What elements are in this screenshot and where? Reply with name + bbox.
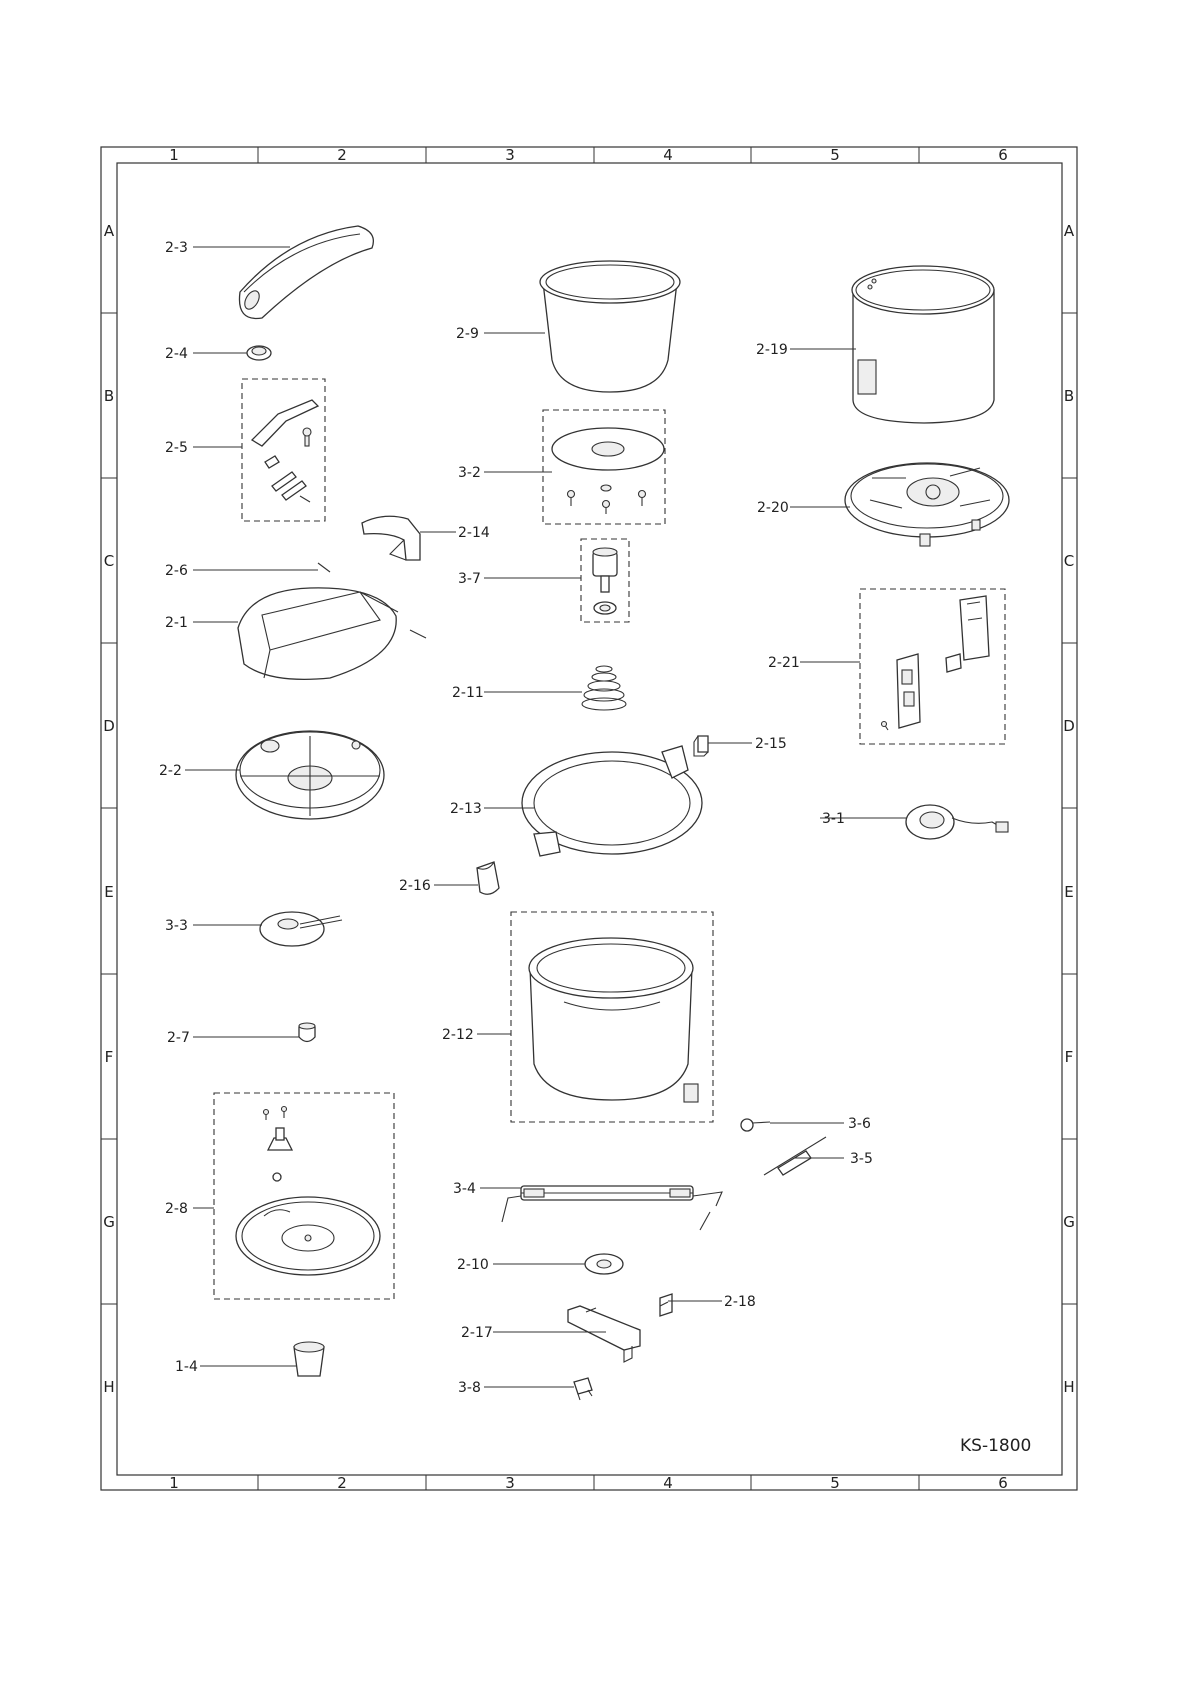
part-2-8-valve-set-drawing [236,1107,380,1276]
part-2-13-gasket-ring-drawing [522,746,702,856]
row-label-left: H [103,1378,114,1396]
part-2-9-inner-pot-drawing [540,261,680,392]
part-label: 2-12 [442,1027,474,1043]
model-number: KS-1800 [960,1436,1031,1456]
col-label-top: 1 [169,146,179,164]
part-2-12-outer-pot-drawing [529,938,698,1102]
part-label: 3-2 [458,465,481,481]
row-label-right: G [1063,1213,1075,1231]
part-label: 3-1 [822,811,845,827]
part-label: 2-10 [457,1257,489,1273]
row-label-left: A [104,222,115,240]
row-label-left: D [103,717,115,735]
part-label: 2-21 [768,655,800,671]
part-3-5-fuse-drawing [764,1137,826,1175]
part-label: 3-7 [458,571,481,587]
part-2-19-outer-body-drawing [852,266,994,423]
part-label: 2-3 [165,240,188,256]
row-label-right: B [1064,387,1074,405]
part-label: 2-7 [167,1030,190,1046]
part-label: 2-17 [461,1325,493,1341]
part-label: 2-5 [165,440,188,456]
part-label: 2-6 [165,563,188,579]
col-label-bottom: 1 [169,1474,179,1492]
col-label-top: 5 [830,146,840,164]
row-label-left: F [105,1048,114,1066]
part-3-3-sensor-drawing [260,912,342,946]
part-2-7-cap-drawing [299,1023,315,1042]
part-3-4-heater-drawing [502,1186,722,1230]
part-label: 3-3 [165,918,188,934]
col-label-bottom: 3 [505,1474,515,1492]
part-2-15-bracket-drawing [694,736,708,756]
part-3-6-connector-drawing [741,1119,770,1131]
part-2-10-washer-drawing [585,1254,623,1274]
part-label: 2-14 [458,525,490,541]
row-label-left: C [104,552,114,570]
part-label: 2-15 [755,736,787,752]
part-1-4-measuring-cup-drawing [294,1342,324,1376]
part-2-16-cover-piece-drawing [477,862,499,894]
part-2-20-base-drawing [845,463,1009,546]
row-label-right: E [1064,883,1073,901]
part-label: 3-5 [850,1151,873,1167]
part-label: 1-4 [175,1359,198,1375]
part-label: 3-4 [453,1181,476,1197]
row-label-left: E [104,883,113,901]
part-2-2-inner-lid-drawing [236,731,384,819]
part-2-21-control-panel-drawing [882,596,990,730]
row-label-right: H [1063,1378,1074,1396]
part-2-4-knob-drawing [247,346,271,360]
row-label-right: C [1064,552,1074,570]
part-3-8-switch-drawing [574,1378,592,1400]
col-label-top: 2 [337,146,347,164]
part-label: 2-9 [456,326,479,342]
part-label: 2-13 [450,801,482,817]
part-label: 3-8 [458,1380,481,1396]
part-2-14-clip-drawing [362,516,420,560]
col-label-top: 4 [663,146,673,164]
row-label-left: G [103,1213,115,1231]
part-label: 3-6 [848,1116,871,1132]
part-2-18-clip-drawing [660,1294,672,1316]
col-label-top: 6 [998,146,1008,164]
part-2-1-lid-drawing [238,588,426,680]
part-3-1-power-cord-drawing [906,805,1008,839]
part-label: 2-16 [399,878,431,894]
part-3-7-thermostat-drawing [593,548,617,614]
col-label-bottom: 2 [337,1474,347,1492]
part-2-3-handle-drawing [239,226,373,318]
part-2-5-latch-set-drawing [252,400,318,502]
col-label-bottom: 5 [830,1474,840,1492]
part-label: 2-11 [452,685,484,701]
row-label-right: D [1063,717,1075,735]
col-label-bottom: 6 [998,1474,1008,1492]
part-label: 2-18 [724,1294,756,1310]
part-label: 2-8 [165,1201,188,1217]
part-2-6-pin-drawing [318,563,330,572]
col-label-top: 3 [505,146,515,164]
row-label-right: A [1064,222,1075,240]
part-3-2-heating-plate-drawing [552,428,664,514]
part-label: 2-1 [165,615,188,631]
row-label-left: B [104,387,114,405]
row-label-right: F [1065,1048,1074,1066]
part-label: 2-2 [159,763,182,779]
part-label: 2-20 [757,500,789,516]
col-label-bottom: 4 [663,1474,673,1492]
part-label: 2-4 [165,346,188,362]
part-label: 2-19 [756,342,788,358]
part-2-17-bracket-drawing [568,1306,640,1362]
part-2-11-spring-drawing [582,666,626,710]
